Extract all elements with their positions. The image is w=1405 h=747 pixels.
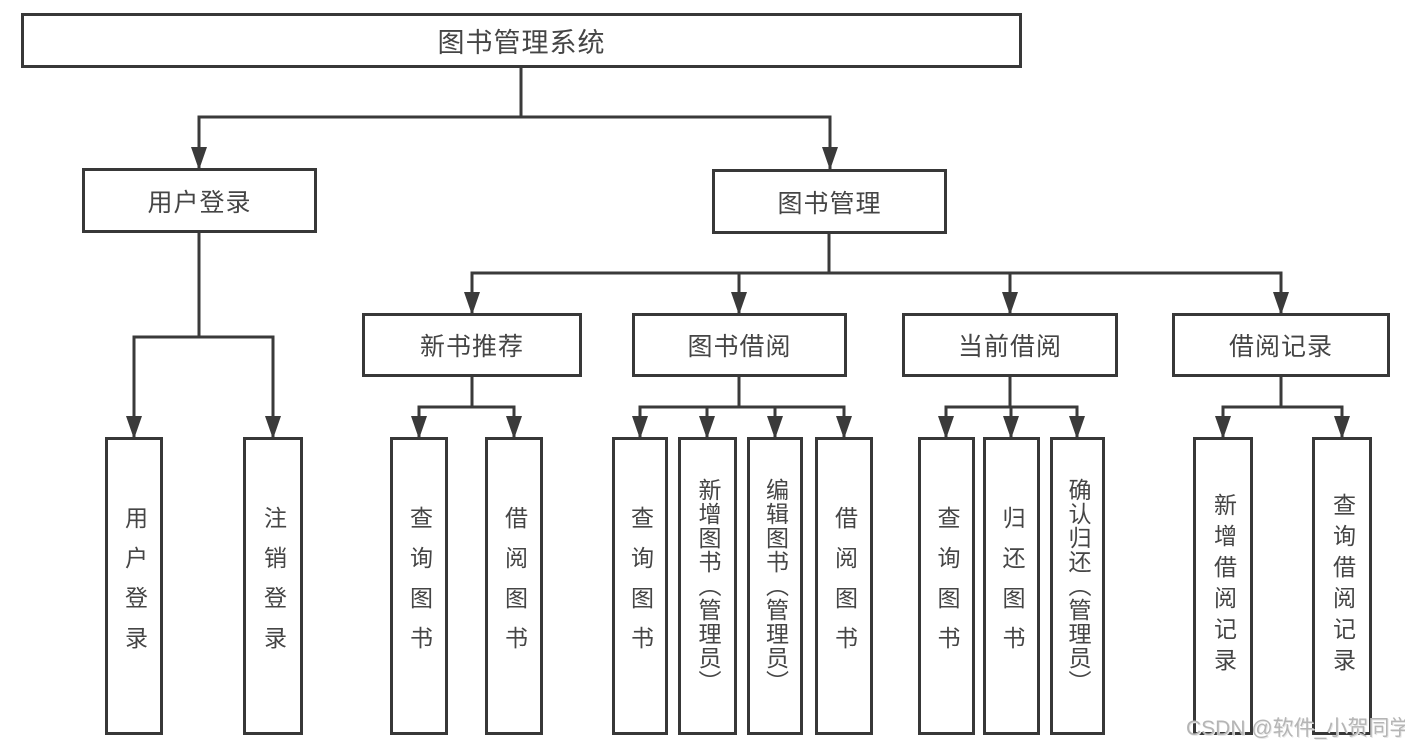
leaf-current-query-book: 查询图书 [918, 437, 975, 735]
leaf-records-add-record: 新增借阅记录 [1193, 437, 1253, 735]
node-book-management: 图书管理 [712, 169, 947, 234]
leaf-borrow-add-book-admin: 新增图书（管理员） [678, 437, 737, 735]
leaf-recommend-borrow-book: 借阅图书 [485, 437, 543, 735]
leaf-records-query-record: 查询借阅记录 [1312, 437, 1372, 735]
leaf-recommend-query-book: 查询图书 [390, 437, 448, 735]
leaf-user-login: 用户登录 [105, 437, 163, 735]
csdn-watermark: CSDN @软件_小贺同学 [1186, 717, 1405, 740]
node-user-login: 用户登录 [82, 168, 317, 233]
leaf-current-return-book: 归还图书 [983, 437, 1040, 735]
node-new-book-recommend: 新书推荐 [362, 313, 582, 377]
leaf-borrow-query-book: 查询图书 [612, 437, 668, 735]
arrowheads [126, 147, 1350, 439]
leaf-logout: 注销登录 [243, 437, 303, 735]
node-root-system: 图书管理系统 [21, 13, 1022, 68]
leaf-borrow-borrow-book: 借阅图书 [815, 437, 873, 735]
node-current-borrow: 当前借阅 [902, 313, 1118, 377]
node-book-borrow: 图书借阅 [632, 313, 847, 377]
node-borrow-records: 借阅记录 [1172, 313, 1390, 377]
leaf-borrow-edit-book-admin: 编辑图书（管理员） [747, 437, 803, 735]
leaf-current-confirm-return-admin: 确认归还（管理员） [1050, 437, 1105, 735]
